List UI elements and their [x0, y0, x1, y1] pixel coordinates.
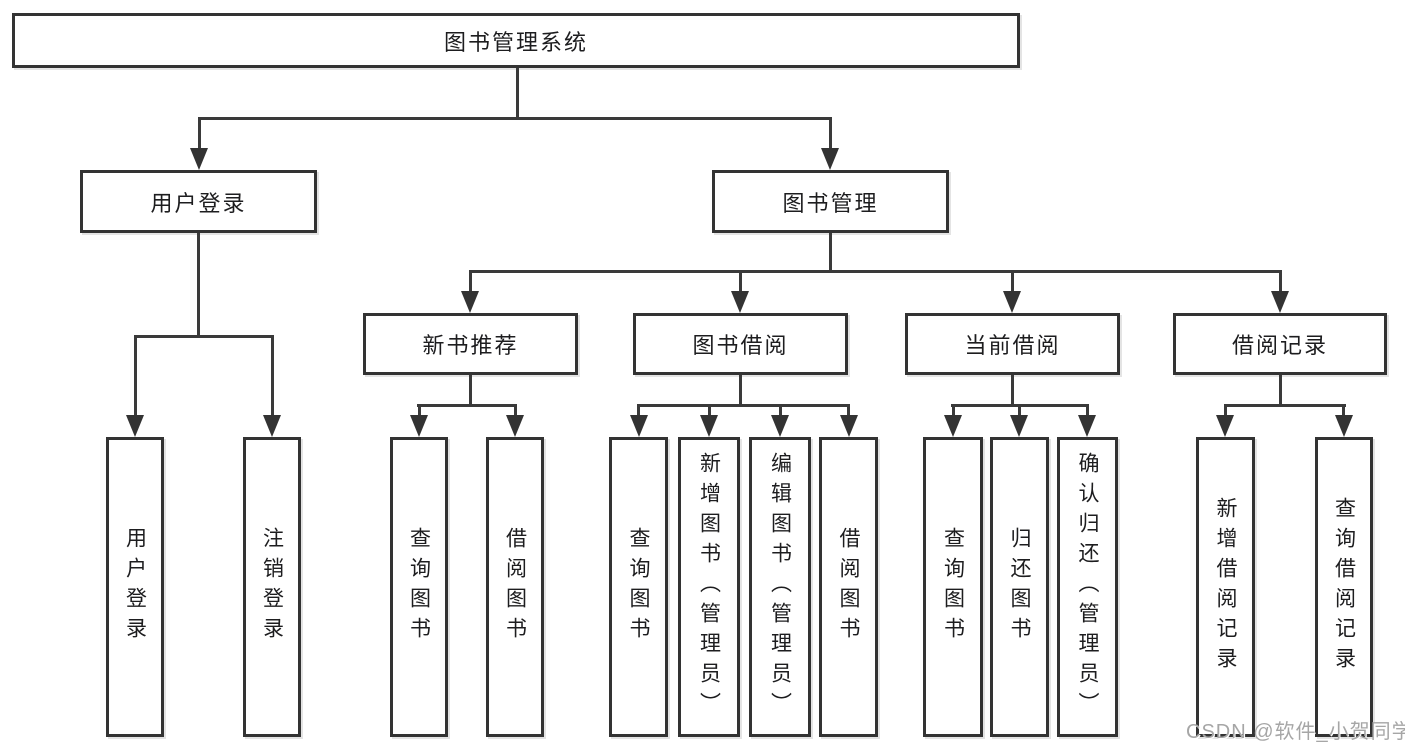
arrow-down-icon [506, 415, 524, 437]
leaf-user-login: 用户登录 [106, 437, 164, 737]
connector-drop [271, 335, 274, 419]
connector-drop [637, 404, 640, 418]
connector-bookmgmt-stem [829, 233, 832, 273]
arrow-down-icon [630, 415, 648, 437]
arrow-down-icon [1271, 291, 1289, 313]
leaf-return-books: 归还图书 [990, 437, 1049, 737]
connector-drop [1086, 404, 1089, 418]
connector-drop-book-mgmt [829, 117, 832, 150]
arrow-down-icon [1010, 415, 1028, 437]
node-book-management: 图书管理 [712, 170, 949, 233]
arrow-down-icon [1216, 415, 1234, 437]
arrow-down-icon [461, 291, 479, 313]
connector-drop [739, 270, 742, 293]
leaf-logout: 注销登录 [243, 437, 301, 737]
arrow-down-icon [821, 148, 839, 170]
leaf-edit-books-admin: 编辑图书（管理员） [749, 437, 811, 737]
arrow-down-icon [700, 415, 718, 437]
connector-borrowrecords-bus [1224, 404, 1346, 407]
arrow-down-icon [840, 415, 858, 437]
arrow-down-icon [190, 148, 208, 170]
connector-drop [1018, 404, 1021, 418]
node-book-borrow: 图书借阅 [633, 313, 848, 375]
leaf-query-books-recommend: 查询图书 [390, 437, 448, 737]
connector-newbook-bus [417, 404, 516, 407]
connector-drop [469, 270, 472, 293]
arrow-down-icon [410, 415, 428, 437]
connector-drop [847, 404, 850, 418]
connector-userlogin-stem [197, 233, 200, 338]
leaf-query-books-current: 查询图书 [923, 437, 983, 737]
node-user-login: 用户登录 [80, 170, 317, 233]
connector-drop [134, 335, 137, 419]
connector-borrowrecords-stem [1279, 375, 1282, 407]
leaf-borrow-books-recommend: 借阅图书 [486, 437, 544, 737]
connector-userlogin-bus [134, 335, 274, 338]
connector-drop [708, 404, 711, 418]
leaf-confirm-return-admin: 确认归还（管理员） [1057, 437, 1118, 737]
arrow-down-icon [731, 291, 749, 313]
arrow-down-icon [944, 415, 962, 437]
leaf-add-books-admin: 新增图书（管理员） [678, 437, 740, 737]
connector-drop [1011, 270, 1014, 293]
connector-drop [1279, 270, 1282, 293]
arrow-down-icon [126, 415, 144, 437]
connector-currentborrow-stem [1011, 375, 1014, 407]
connector-newbook-stem [469, 375, 472, 407]
connector-root-bus [198, 117, 832, 120]
connector-drop [1224, 404, 1227, 418]
connector-bookborrow-bus [637, 404, 850, 407]
connector-drop [418, 404, 421, 418]
connector-drop-user-login [198, 117, 201, 150]
arrow-down-icon [1003, 291, 1021, 313]
arrow-down-icon [1078, 415, 1096, 437]
connector-drop [952, 404, 955, 418]
connector-root-stem [516, 68, 519, 120]
connector-drop [514, 404, 517, 418]
node-borrow-records: 借阅记录 [1173, 313, 1387, 375]
connector-drop [1342, 404, 1345, 418]
node-current-borrow: 当前借阅 [905, 313, 1120, 375]
node-root: 图书管理系统 [12, 13, 1020, 68]
leaf-query-books-borrow: 查询图书 [609, 437, 668, 737]
leaf-add-borrow-record: 新增借阅记录 [1196, 437, 1255, 737]
connector-bookmgmt-bus [469, 270, 1282, 273]
connector-bookborrow-stem [739, 375, 742, 407]
leaf-borrow-books: 借阅图书 [819, 437, 878, 737]
csdn-watermark: CSDN @软件_小贺同学 [1186, 721, 1405, 743]
leaf-query-borrow-record: 查询借阅记录 [1315, 437, 1373, 737]
arrow-down-icon [1335, 415, 1353, 437]
arrow-down-icon [771, 415, 789, 437]
connector-drop [779, 404, 782, 418]
node-new-book-recommend: 新书推荐 [363, 313, 578, 375]
arrow-down-icon [263, 415, 281, 437]
